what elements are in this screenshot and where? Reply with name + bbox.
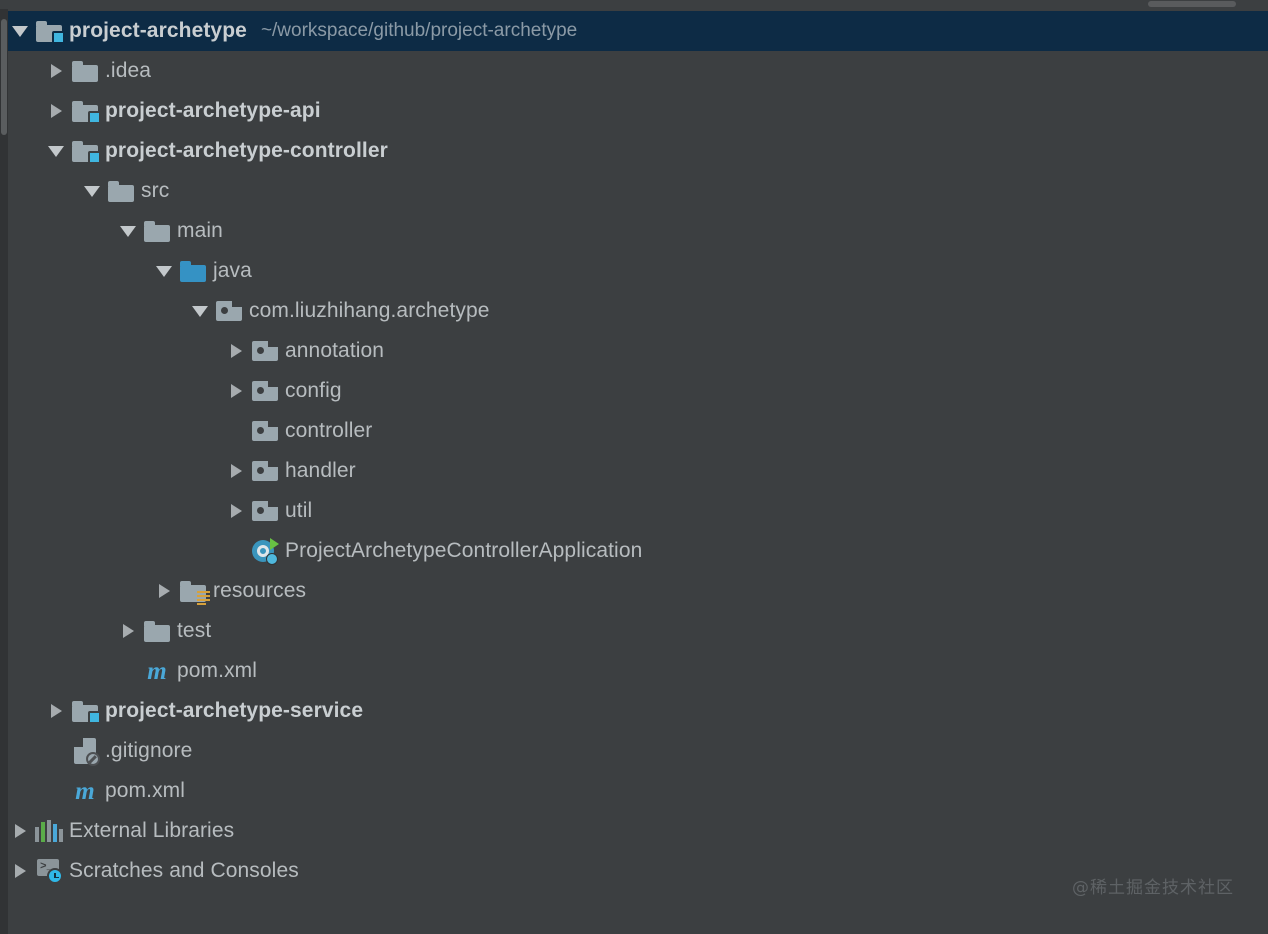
chevron-down-icon[interactable] bbox=[116, 211, 140, 251]
chevron-right-icon[interactable] bbox=[44, 91, 68, 131]
spring-boot-run-icon bbox=[248, 531, 282, 571]
chevron-right-icon[interactable] bbox=[44, 691, 68, 731]
package-icon bbox=[248, 331, 282, 371]
tree-row[interactable]: resources bbox=[8, 571, 1268, 611]
resources-folder-icon bbox=[176, 571, 210, 611]
chevron-right-icon[interactable] bbox=[116, 611, 140, 651]
tree-row[interactable]: .gitignore bbox=[8, 731, 1268, 771]
horizontal-scrollbar-track[interactable] bbox=[0, 0, 1268, 9]
tree-row-label: resources bbox=[213, 579, 307, 602]
tree-row-label: Scratches and Consoles bbox=[69, 859, 299, 882]
tree-row-label: pom.xml bbox=[177, 659, 258, 682]
scratches-icon: >_ bbox=[32, 851, 66, 891]
tree-row[interactable]: annotation bbox=[8, 331, 1268, 371]
tree-row-label: annotation bbox=[285, 339, 385, 362]
tree-row-label: pom.xml bbox=[105, 779, 186, 802]
tree-row[interactable]: project-archetype-api bbox=[8, 91, 1268, 131]
ignored-file-icon bbox=[68, 731, 102, 771]
tree-row-label: project-archetype bbox=[69, 19, 247, 42]
module-folder-icon bbox=[68, 91, 102, 131]
vertical-scrollbar-thumb[interactable] bbox=[1, 19, 7, 135]
project-tree[interactable]: project-archetype ~/workspace/github/proj… bbox=[8, 11, 1268, 934]
horizontal-scrollbar-thumb[interactable] bbox=[1148, 1, 1236, 7]
chevron-down-icon[interactable] bbox=[8, 11, 32, 51]
folder-icon bbox=[140, 211, 174, 251]
tree-row[interactable]: config bbox=[8, 371, 1268, 411]
tree-row[interactable]: java bbox=[8, 251, 1268, 291]
tree-row-label: test bbox=[177, 619, 212, 642]
chevron-down-icon[interactable] bbox=[80, 171, 104, 211]
tree-row-label: External Libraries bbox=[69, 819, 235, 842]
module-folder-icon bbox=[68, 131, 102, 171]
tree-row-label: project-archetype-api bbox=[105, 99, 321, 122]
tree-row[interactable]: >_Scratches and Consoles bbox=[8, 851, 1268, 891]
tree-row[interactable]: m pom.xml bbox=[8, 651, 1268, 691]
chevron-down-icon[interactable] bbox=[44, 131, 68, 171]
watermark: @稀土掘金技术社区 bbox=[1072, 878, 1234, 898]
project-path: ~/workspace/github/project-archetype bbox=[260, 20, 578, 41]
tree-row-label: .gitignore bbox=[105, 739, 193, 762]
tree-row[interactable]: util bbox=[8, 491, 1268, 531]
tree-row-label: util bbox=[285, 499, 313, 522]
folder-icon bbox=[140, 611, 174, 651]
package-icon bbox=[212, 291, 246, 331]
tree-row[interactable]: ProjectArchetypeControllerApplication bbox=[8, 531, 1268, 571]
tree-row[interactable]: src bbox=[8, 171, 1268, 211]
package-icon bbox=[248, 451, 282, 491]
module-folder-icon bbox=[68, 691, 102, 731]
tree-row-root[interactable]: project-archetype ~/workspace/github/proj… bbox=[8, 11, 1268, 51]
tree-row[interactable]: project-archetype-service bbox=[8, 691, 1268, 731]
tree-row[interactable]: com.liuzhihang.archetype bbox=[8, 291, 1268, 331]
tree-row-label: config bbox=[285, 379, 342, 402]
vertical-scrollbar-track[interactable] bbox=[0, 9, 8, 934]
tree-row-label: project-archetype-controller bbox=[105, 139, 388, 162]
tree-row-label: java bbox=[213, 259, 252, 282]
tree-row-label: ProjectArchetypeControllerApplication bbox=[285, 539, 643, 562]
module-folder-icon bbox=[32, 11, 66, 51]
chevron-right-icon[interactable] bbox=[44, 51, 68, 91]
maven-icon: m bbox=[147, 657, 167, 685]
libraries-icon bbox=[32, 811, 66, 851]
tree-row-label: project-archetype-service bbox=[105, 699, 364, 722]
maven-icon: m bbox=[75, 777, 95, 805]
tree-row-label: com.liuzhihang.archetype bbox=[249, 299, 490, 322]
tree-row-label: main bbox=[177, 219, 223, 242]
tree-row[interactable]: m pom.xml bbox=[8, 771, 1268, 811]
tree-row[interactable]: controller bbox=[8, 411, 1268, 451]
folder-icon bbox=[104, 171, 138, 211]
tree-row[interactable]: .idea bbox=[8, 51, 1268, 91]
source-root-icon bbox=[176, 251, 210, 291]
chevron-right-icon[interactable] bbox=[224, 331, 248, 371]
chevron-down-icon[interactable] bbox=[188, 291, 212, 331]
tree-row[interactable]: External Libraries bbox=[8, 811, 1268, 851]
package-icon bbox=[248, 371, 282, 411]
package-icon bbox=[248, 411, 282, 451]
chevron-right-icon[interactable] bbox=[152, 571, 176, 611]
package-icon bbox=[248, 491, 282, 531]
folder-icon bbox=[68, 51, 102, 91]
tree-row[interactable]: test bbox=[8, 611, 1268, 651]
tree-row-label: handler bbox=[285, 459, 356, 482]
tree-row-label: .idea bbox=[105, 59, 152, 82]
chevron-right-icon[interactable] bbox=[8, 811, 32, 851]
tree-row[interactable]: project-archetype-controller bbox=[8, 131, 1268, 171]
chevron-down-icon[interactable] bbox=[152, 251, 176, 291]
tree-row[interactable]: main bbox=[8, 211, 1268, 251]
chevron-right-icon[interactable] bbox=[8, 851, 32, 891]
chevron-right-icon[interactable] bbox=[224, 451, 248, 491]
chevron-right-icon[interactable] bbox=[224, 371, 248, 411]
tree-row[interactable]: handler bbox=[8, 451, 1268, 491]
chevron-right-icon[interactable] bbox=[224, 491, 248, 531]
tree-row-label: controller bbox=[285, 419, 373, 442]
tree-row-label: src bbox=[141, 179, 170, 202]
